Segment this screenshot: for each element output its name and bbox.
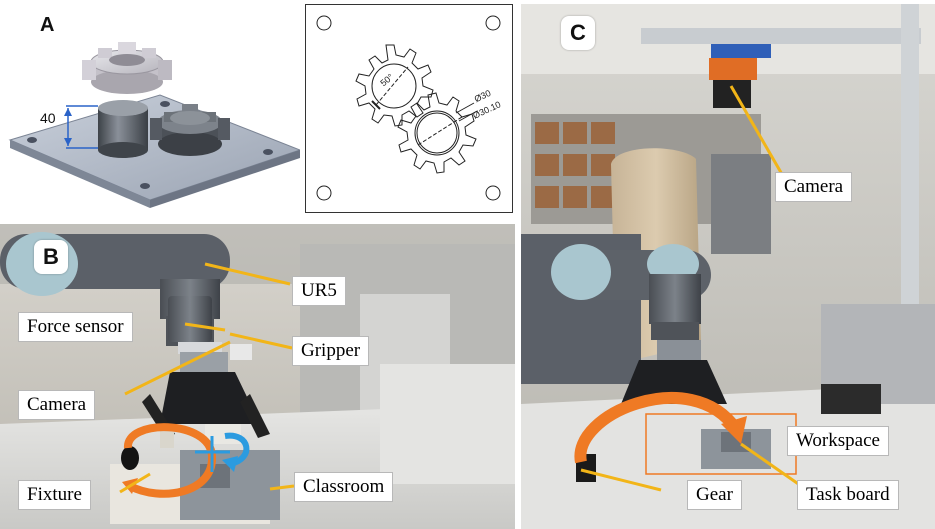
peg-height-dimension: 40	[40, 110, 56, 126]
label-camera-c: Camera	[775, 172, 853, 202]
panel-b-letter: B	[34, 240, 68, 274]
panel-a-cad: A	[0, 0, 300, 212]
label-fixture: Fixture	[18, 480, 91, 510]
label-force-sensor: Force sensor	[18, 312, 133, 342]
label-gear: Gear	[687, 480, 742, 510]
panel-a-letter: A	[40, 14, 55, 36]
label-task-board: Task board	[797, 480, 899, 510]
label-workspace: Workspace	[787, 426, 889, 456]
panel-c-letter: C	[561, 16, 595, 50]
label-classroom: Classroom	[294, 472, 394, 502]
panel-c-photo: C Camera Workspace Gear Task board	[521, 4, 935, 529]
dark-gear-shape	[150, 104, 230, 156]
gear-drawing	[316, 15, 501, 201]
panel-b-photo: B UR5 Force sensor Gripper Camera Fixtur…	[0, 224, 515, 529]
cad-model-illustration	[8, 42, 300, 208]
label-gripper: Gripper	[292, 336, 370, 366]
panel-technical-drawing: 50° Ø30 Ø30.10	[305, 4, 513, 213]
light-gear-shape	[82, 42, 172, 94]
label-ur5: UR5	[292, 276, 346, 306]
label-camera-b: Camera	[18, 390, 96, 420]
